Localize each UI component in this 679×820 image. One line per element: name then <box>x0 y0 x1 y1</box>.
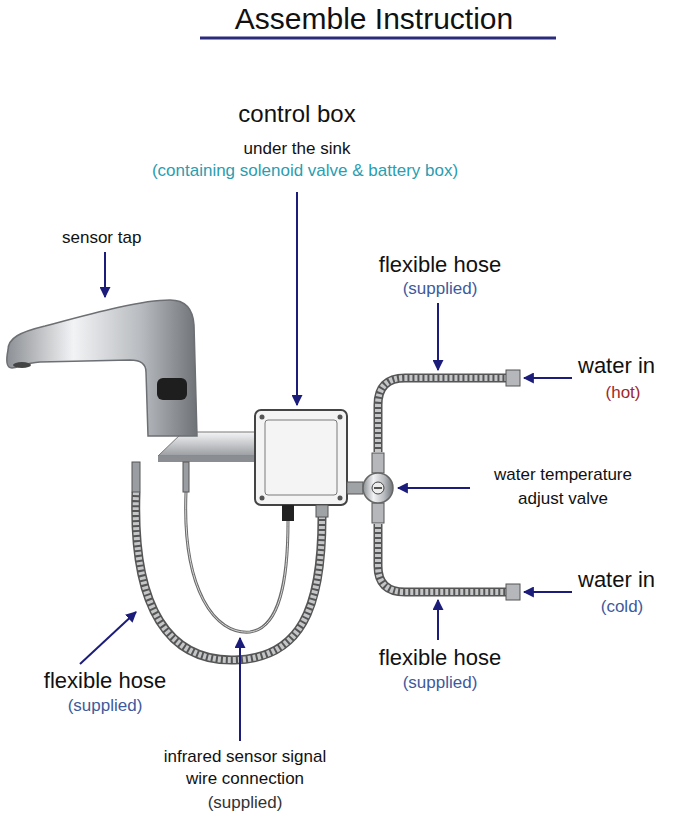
hose-braid <box>378 378 506 452</box>
inlet-note: (hot) <box>606 383 641 403</box>
leader-arrow <box>398 487 470 489</box>
leader-arrow <box>296 192 298 405</box>
screw <box>338 496 343 501</box>
leader-arrow <box>437 303 439 370</box>
part-note: (supplied) <box>403 673 478 693</box>
part-name: flexible hose <box>44 668 166 694</box>
flexible-hose <box>136 492 322 660</box>
valve-knob <box>372 482 384 494</box>
screw <box>260 496 265 501</box>
part-name: control box <box>238 100 355 129</box>
outlet-fitting <box>316 505 328 517</box>
diagram-title: Assemble Instruction <box>235 1 513 37</box>
hose-nut <box>506 370 520 386</box>
inlet-name: water in <box>578 353 655 379</box>
part-note: under the sink <box>244 139 351 159</box>
temperature-valve <box>363 473 393 503</box>
signal-wire <box>186 492 288 632</box>
leader-arrow <box>524 591 572 593</box>
hose-nut <box>506 584 520 600</box>
threaded-stub <box>132 462 140 492</box>
part-name: infrared sensor signal wire connection <box>148 746 343 790</box>
part-name: water temperature adjust valve <box>481 463 646 511</box>
control-box <box>255 410 347 505</box>
part-name: flexible hose <box>379 252 501 278</box>
inlet-fitting <box>347 482 363 494</box>
wire-connector <box>282 505 294 521</box>
valve-fitting <box>372 503 384 523</box>
title-underline <box>200 37 556 40</box>
hose-braid <box>378 524 506 592</box>
hose-braid <box>136 492 322 660</box>
flexible-hose <box>378 524 506 592</box>
sensor-tap <box>7 300 197 436</box>
leader-arrow <box>104 252 106 297</box>
part-name: sensor tap <box>62 228 141 248</box>
inlet-note: (cold) <box>601 597 644 617</box>
inlet-name: water in <box>578 567 655 593</box>
leader-arrow <box>524 377 572 379</box>
leader-arrow <box>437 600 439 640</box>
signal-wire-highlight <box>186 492 288 632</box>
infrared-sensor <box>157 378 187 400</box>
flexible-hose <box>378 378 506 452</box>
valve-slot <box>374 487 382 489</box>
tap-outlet <box>13 362 31 368</box>
control-box-lid <box>265 420 337 495</box>
valve-fitting <box>372 453 384 473</box>
part-note: (containing solenoid valve & battery box… <box>152 161 458 181</box>
leader-arrow <box>80 612 136 664</box>
leader-arrow <box>239 638 241 741</box>
part-note: (supplied) <box>403 279 478 299</box>
screw <box>338 415 343 420</box>
screw <box>260 415 265 420</box>
part-note: (supplied) <box>68 696 143 716</box>
part-note: (supplied) <box>208 793 283 813</box>
part-name: flexible hose <box>379 645 501 671</box>
threaded-stub <box>183 462 189 492</box>
